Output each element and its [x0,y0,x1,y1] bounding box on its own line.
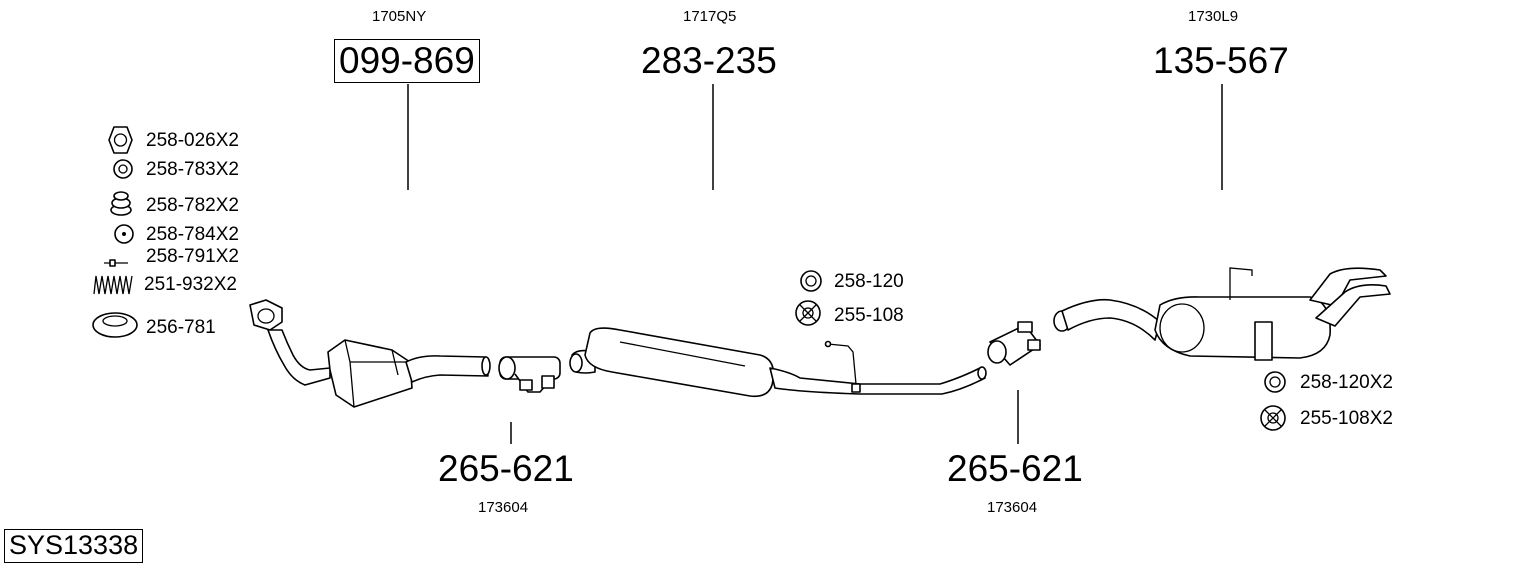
part-number-135-567[interactable]: 135-567 [1153,40,1289,81]
middle-washer-icon [800,270,822,292]
rubber-mount-icon [110,191,132,216]
bolt-icon [104,259,128,267]
part-number-099-869[interactable]: 099-869 [334,39,480,83]
middle-silencer [569,327,987,398]
part-code-1717q5: 1717Q5 [683,8,737,25]
hardware-label[interactable]: 258-783X2 [146,159,239,180]
part-number-265-621-left[interactable]: 265-621 [438,448,574,489]
hardware-label[interactable]: 258-120X2 [1300,372,1393,393]
system-id-label: SYS13338 [4,529,144,563]
hardware-label[interactable]: 258-791X2 [146,246,239,267]
pipe-clamp-left [498,356,561,393]
hardware-label[interactable]: 256-781 [146,317,216,338]
part-code-173604-left: 173604 [478,499,529,516]
part-number-283-235[interactable]: 283-235 [641,40,777,81]
washer-icon [113,159,133,179]
hardware-label[interactable]: 258-120 [834,271,904,292]
right-hanger-icon [1260,405,1286,431]
rear-silencer [1053,267,1391,361]
spring-icon [93,275,133,295]
hardware-label[interactable]: 258-782X2 [146,195,239,216]
catalytic-converter [249,299,491,408]
hardware-label[interactable]: 258-026X2 [146,130,239,151]
part-code-1705ny: 1705NY [372,8,427,25]
gasket-ring-icon [92,312,138,338]
right-washer-icon [1264,371,1286,393]
part-code-173604-right: 173604 [987,499,1038,516]
part-code-1730l9: 1730L9 [1188,8,1239,25]
part-number-265-621-right[interactable]: 265-621 [947,448,1083,489]
middle-hanger-icon [795,300,821,326]
ring-icon [114,224,134,244]
hardware-label[interactable]: 255-108 [834,305,904,326]
hardware-label[interactable]: 251-932X2 [144,274,237,295]
hardware-label[interactable]: 258-784X2 [146,224,239,245]
hardware-label[interactable]: 255-108X2 [1300,408,1393,429]
pipe-clamp-right [987,321,1041,366]
nut-icon [108,126,133,154]
